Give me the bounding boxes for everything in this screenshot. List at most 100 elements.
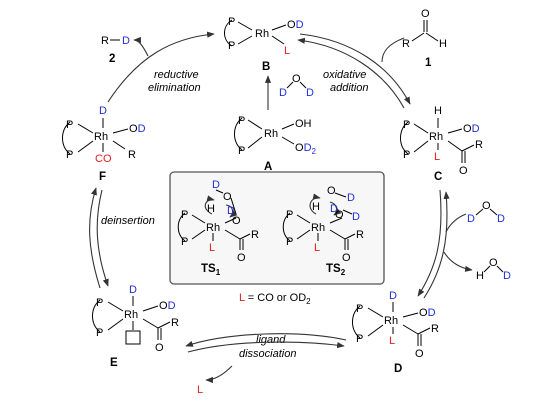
b-ligand-l: L [284, 45, 290, 57]
arrow-f-to-e [96, 189, 109, 287]
c2-r: R [101, 35, 109, 47]
label-a: A [264, 161, 272, 173]
compound-c: P P Rh H OD R O L C [400, 105, 483, 183]
svg-text:D: D [352, 211, 360, 223]
svg-text:L: L [209, 242, 215, 254]
step-deinsertion: deinsertion [101, 215, 155, 227]
svg-text:D: D [347, 192, 355, 204]
compound-2: R D 2 [101, 35, 130, 65]
label-ts2: TS2 [326, 263, 346, 277]
c-r: R [475, 139, 483, 151]
c-rh: Rh [429, 131, 443, 143]
compound-b: P P Rh OD L B [224, 16, 304, 73]
c2-d: D [122, 35, 130, 47]
arrow-c-to-b [297, 37, 405, 109]
a-od2: OD2 [295, 142, 317, 156]
a-p-top: P [238, 115, 245, 127]
arrow-to-2 [133, 36, 149, 57]
d-p-bottom: P [356, 333, 363, 345]
svg-text:P: P [181, 209, 188, 221]
e-rh: Rh [124, 309, 138, 321]
d-p-top: P [356, 303, 363, 315]
svg-text:D: D [497, 213, 505, 225]
c-o: O [459, 165, 468, 177]
f-co: CO [95, 153, 112, 165]
arrow-c-to-d [417, 189, 442, 297]
ts-box [169, 171, 385, 285]
d2o-right: D O D [467, 200, 505, 225]
svg-text:D: D [212, 179, 220, 191]
f-p-top: P [66, 119, 73, 131]
svg-text:O: O [292, 73, 301, 85]
svg-text:D: D [279, 87, 287, 99]
f-r: R [128, 149, 136, 161]
d-ligand-l: L [389, 335, 395, 347]
label-ts1: TS1 [201, 263, 221, 277]
l-released: L [197, 384, 203, 396]
f-rh: Rh [94, 131, 108, 143]
b-p-top: P [228, 16, 235, 28]
e-p-top: P [96, 297, 103, 309]
ligand-legend: L = CO or OD2 [239, 292, 311, 306]
c1-o: O [421, 8, 430, 20]
compound-a: P P Rh OH OD2 A [234, 115, 317, 173]
svg-text:L: L [314, 242, 320, 254]
c-od: OD [463, 123, 480, 135]
d-o: O [415, 348, 424, 360]
arrow-from-1 [381, 37, 405, 63]
svg-text:H: H [312, 201, 320, 213]
arrow-d-to-e [185, 333, 347, 347]
arrow-d2o-in [445, 213, 467, 233]
step-oxidative-1: oxidative [323, 69, 366, 81]
c1-h: H [439, 38, 447, 50]
svg-text:D: D [306, 87, 314, 99]
a-oh: OH [295, 118, 312, 130]
step-reductive-2: elimination [148, 82, 201, 94]
c1-r: R [402, 38, 410, 50]
svg-text:Rh: Rh [206, 222, 220, 234]
e-od: OD [159, 300, 176, 312]
c-p-top: P [403, 119, 410, 131]
d-r: R [431, 323, 439, 335]
compound-1: O R H 1 [402, 8, 447, 69]
step-ligand-1: ligand [256, 334, 286, 346]
b-p-bottom: P [228, 40, 235, 52]
step-oxidative-2: addition [330, 82, 369, 94]
svg-text:R: R [251, 229, 259, 241]
svg-text:O: O [335, 209, 344, 221]
svg-text:H: H [476, 270, 484, 282]
svg-text:D: D [330, 203, 338, 215]
f-d: D [99, 105, 107, 117]
svg-text:D: D [503, 270, 511, 282]
arrow-e-to-d [187, 341, 345, 353]
svg-text:O: O [342, 252, 351, 264]
label-b: B [262, 61, 270, 73]
svg-text:H: H [207, 203, 215, 215]
f-od: OD [129, 123, 146, 135]
b-rh: Rh [255, 28, 269, 40]
arrow-hod-out [443, 251, 473, 272]
label-2: 2 [109, 53, 115, 65]
d-rh: Rh [384, 315, 398, 327]
e-d: D [129, 284, 137, 296]
arrow-d-to-c [423, 191, 450, 299]
c-p-bottom: P [403, 149, 410, 161]
step-reductive-1: reductive [154, 69, 199, 81]
d2o-top: D O D [279, 73, 314, 99]
f-p-bottom: P [66, 149, 73, 161]
label-c: C [434, 171, 442, 183]
svg-text:O: O [237, 252, 246, 264]
e-r: R [171, 317, 179, 329]
ts2-structure: O D H D O D P P Rh L R O TS2 [282, 185, 364, 277]
svg-text:P: P [181, 236, 188, 248]
svg-text:O: O [489, 257, 498, 269]
arrow-e-to-f [89, 187, 101, 289]
d-od: OD [419, 307, 436, 319]
svg-text:O: O [327, 185, 336, 197]
a-rh: Rh [264, 128, 278, 140]
svg-text:D: D [227, 205, 235, 217]
compound-d: P P Rh D OD R O L D [352, 290, 439, 375]
svg-text:Rh: Rh [311, 222, 325, 234]
svg-text:O: O [223, 191, 232, 203]
